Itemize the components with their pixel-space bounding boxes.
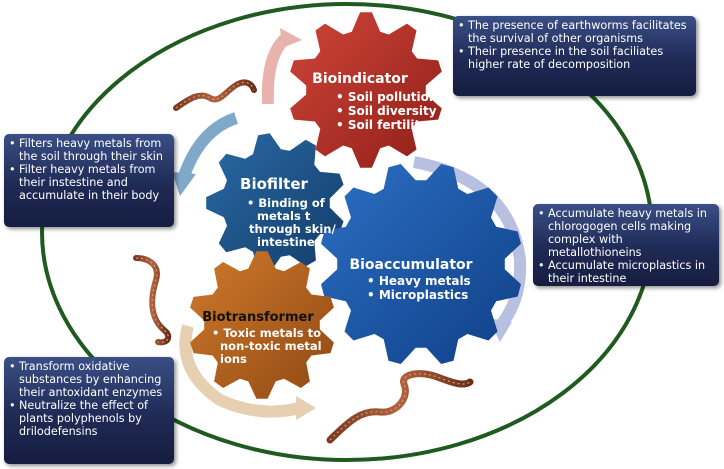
- bioindicator-item-3: • Soil fertility: [336, 118, 428, 132]
- bioindicator-item-1: • Soil pollution: [336, 90, 437, 104]
- callout-top-right-item-1: The presence of earthworms facilitates t…: [458, 19, 690, 45]
- bioaccumulator-item-1: • Heavy metals: [367, 274, 471, 288]
- bioindicator-title: Bioindicator: [312, 71, 408, 87]
- arrow-lightblue: [178, 112, 239, 179]
- earthworm-image-top: [173, 79, 257, 111]
- bioaccumulator-title: Bioaccumulator: [349, 257, 472, 273]
- callout-top-right-item-2: Their presence in the soil faciliates hi…: [458, 45, 690, 71]
- callout-bottom-left: Transform oxidative substances by enhanc…: [4, 357, 174, 464]
- callout-right-item-2: Accumulate microplastics in their intest…: [538, 259, 713, 285]
- callout-bottom-left-item-2: Neutralize the effect of plants polyphen…: [9, 399, 168, 438]
- gear-bioindicator: [290, 12, 442, 168]
- bioaccumulator-item-2: • Microplastics: [367, 288, 468, 302]
- arrow-beige-head: [296, 396, 316, 420]
- biofilter-item-3: through skin/: [249, 222, 336, 236]
- biotransformer-item-2: non-toxic metal: [220, 339, 322, 353]
- callout-top-right: The presence of earthworms facilitates t…: [453, 16, 696, 96]
- cycle-arrows: [172, 28, 527, 420]
- callout-left-item-1: Filters heavy metals from the soil throu…: [9, 137, 168, 163]
- callout-right-item-1: Accumulate heavy metals in chlorogogen c…: [538, 207, 713, 259]
- earthworm-image-left: [133, 255, 172, 346]
- arrow-pink: [261, 33, 291, 105]
- arrow-lavender: [412, 156, 527, 330]
- biofilter-item-4: intestine: [257, 235, 315, 249]
- arrow-beige: [179, 324, 302, 418]
- callout-left: Filters heavy metals from the soil throu…: [4, 134, 174, 227]
- callout-right: Accumulate heavy metals in chlorogogen c…: [533, 204, 719, 286]
- callout-left-item-2: Filter heavy metals from their instestin…: [9, 163, 168, 202]
- biofilter-title: Biofilter: [240, 175, 308, 193]
- biotransformer-item-1: • Toxic metals to: [212, 326, 321, 340]
- biofilter-item-2: metals t: [257, 209, 311, 223]
- biotransformer-item-3: ions: [220, 352, 247, 366]
- biofilter-item-1: • Binding of: [247, 196, 326, 210]
- earthworm-image-bottom: [326, 370, 474, 444]
- gear-biotransformer: [190, 251, 334, 399]
- callout-bottom-left-item-1: Transform oxidative substances by enhanc…: [9, 360, 168, 399]
- arrow-lightblue-head: [172, 172, 196, 196]
- bioindicator-item-2: • Soil diversity: [336, 104, 437, 118]
- biotransformer-title: Biotransformer: [202, 310, 314, 325]
- gear-bioaccumulator: [321, 164, 521, 364]
- gear-biofilter: [206, 133, 344, 273]
- arrow-pink-head: [280, 28, 302, 48]
